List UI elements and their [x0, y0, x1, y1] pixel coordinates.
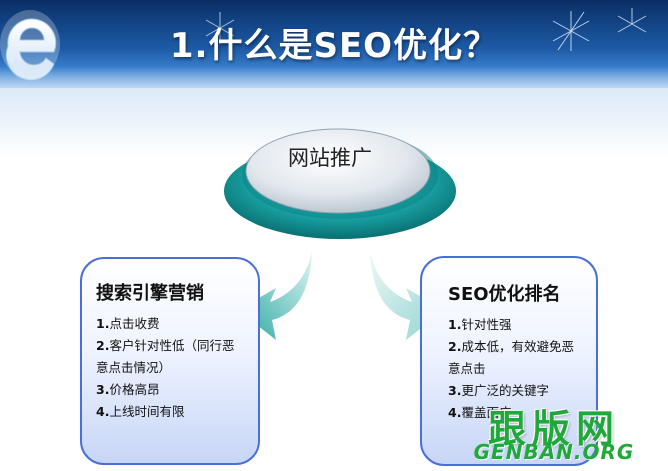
sem-title: 搜索引擎营销 [96, 283, 204, 304]
watermark-en: GENBAN.ORG [473, 440, 635, 464]
seo-title: SEO优化排名 [448, 284, 561, 305]
list-item: 2.客户针对性低（同行恶意点击情况） [96, 338, 235, 375]
e-logo-icon [0, 4, 64, 82]
list-item: 1.针对性强 [448, 317, 512, 332]
list-item: 3.更广泛的关键字 [448, 383, 549, 398]
dandelion-decoration [552, 11, 590, 51]
watermark-cn: 跟版网 [487, 406, 620, 451]
list-item: 4.覆盖面广 [448, 405, 512, 420]
list-item: 4.上线时间有限 [96, 404, 185, 419]
center-disc [224, 128, 456, 239]
page-title: 1.什么是SEO优化？ [169, 26, 499, 66]
dandelion-decoration [617, 8, 647, 33]
list-item: 2.成本低，有效避免恶意点击 [448, 339, 574, 376]
list-item: 3.价格高昂 [96, 382, 160, 397]
center-label: 网站推广 [288, 146, 372, 170]
dandelion-decoration [205, 12, 235, 44]
seo-box: SEO优化排名 1.针对性强 2.成本低，有效避免恶意点击 3.更广泛的关键字 … [420, 256, 598, 466]
sem-box: 搜索引擎营销 1.点击收费 2.客户针对性低（同行恶意点击情况） 3.价格高昂 … [80, 257, 260, 465]
list-item: 1.点击收费 [96, 316, 160, 331]
header-banner: 1.什么是SEO优化？ [0, 0, 668, 88]
